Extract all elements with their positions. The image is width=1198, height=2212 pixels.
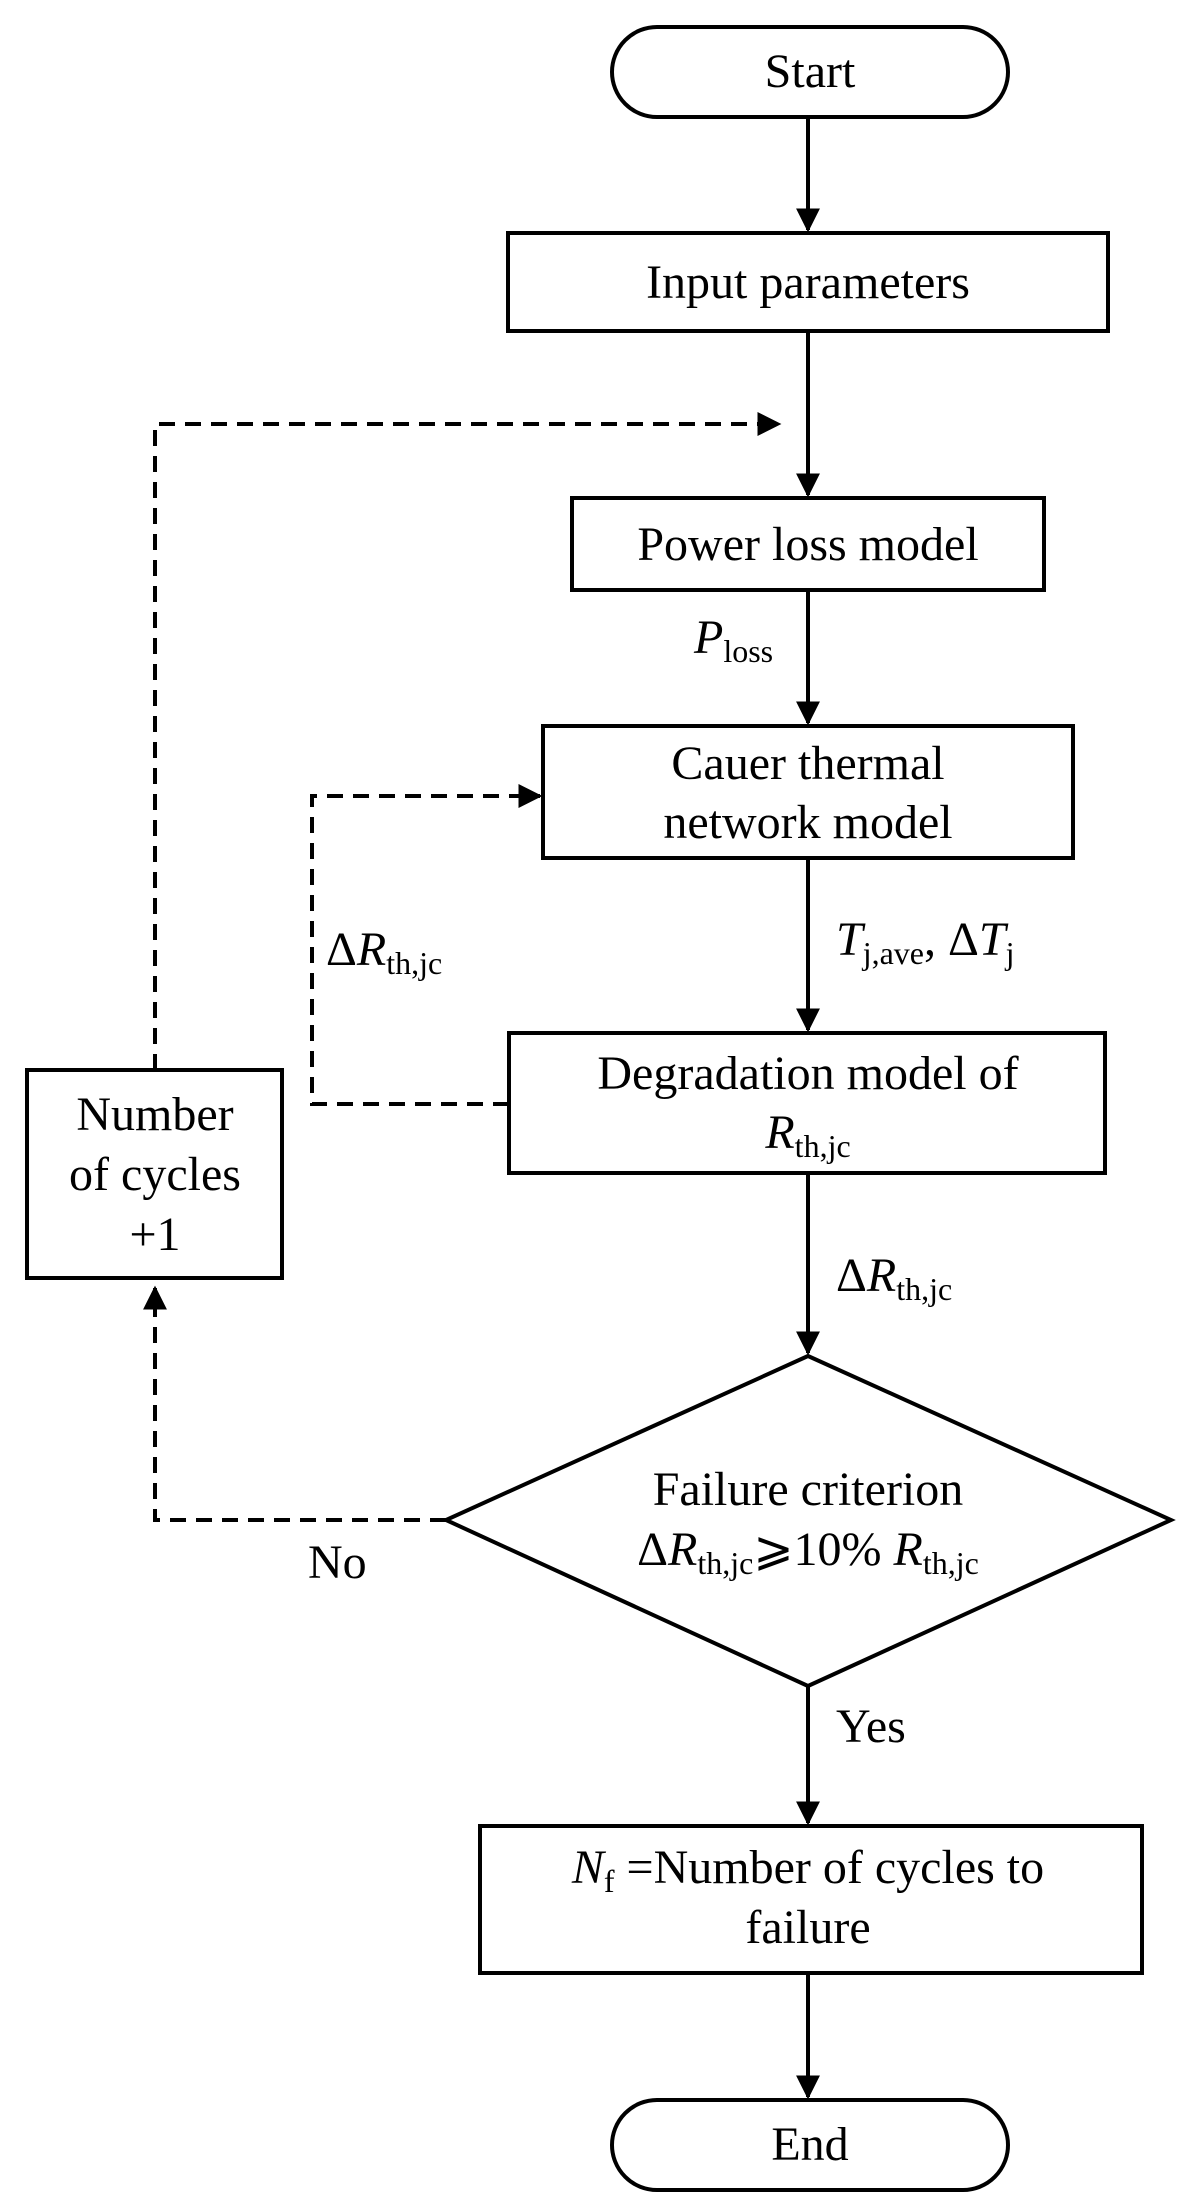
ploss-p: P bbox=[693, 611, 723, 664]
tj-comma: , bbox=[924, 913, 948, 966]
criterion-delta: Δ bbox=[637, 1523, 668, 1576]
input-parameters-label: Input parameters bbox=[646, 256, 970, 309]
cycles-label-line2: of cycles bbox=[69, 1148, 241, 1201]
start-terminal bbox=[610, 25, 1010, 119]
tj-t-sub: j,ave bbox=[862, 935, 924, 971]
tj-t: T bbox=[836, 913, 866, 966]
drth-main-sub: th,jc bbox=[896, 1271, 952, 1307]
tj-t2-sub: j bbox=[1005, 935, 1015, 971]
tj-label: Tj,ave, ΔTj bbox=[836, 913, 1014, 971]
nf-label-line2: failure bbox=[745, 1901, 870, 1954]
number-of-cycles-box bbox=[25, 1068, 284, 1280]
no-label: No bbox=[308, 1536, 367, 1589]
criterion-op: ⩾10% bbox=[753, 1523, 893, 1576]
drth-feedback-r: R bbox=[356, 923, 386, 976]
nf-result-box bbox=[478, 1824, 1144, 1975]
criterion-r2: R bbox=[893, 1523, 923, 1576]
nf-line1-rest: =Number of cycles to bbox=[615, 1841, 1045, 1894]
start-label: Start bbox=[765, 45, 856, 98]
nf-label-line1: Nf =Number of cycles to bbox=[571, 1841, 1044, 1899]
nf-n: N bbox=[571, 1841, 607, 1894]
degradation-model-box bbox=[507, 1031, 1107, 1175]
cauer-label-line1: Cauer thermal bbox=[671, 737, 944, 790]
feedback-degradation-to-cauer bbox=[310, 784, 543, 1106]
drth-feedback-label: ΔRth,jc bbox=[326, 923, 442, 981]
failure-criterion-diamond bbox=[441, 1353, 1176, 1689]
tj-t2: T bbox=[979, 913, 1009, 966]
drth-main-r: R bbox=[866, 1249, 896, 1302]
drth-feedback-delta: Δ bbox=[326, 923, 357, 976]
power-loss-model-label: Power loss model bbox=[637, 518, 978, 571]
input-parameters-box bbox=[506, 231, 1110, 333]
ploss-label: Ploss bbox=[693, 611, 773, 669]
ploss-sub: loss bbox=[723, 633, 773, 669]
tj-delta: Δ bbox=[948, 913, 979, 966]
cycles-label-line1: Number bbox=[76, 1088, 233, 1141]
cauer-label-line2: network model bbox=[663, 796, 952, 849]
criterion-r-sub: th,jc bbox=[697, 1545, 753, 1581]
end-label: End bbox=[771, 2118, 848, 2171]
yes-label: Yes bbox=[836, 1700, 906, 1753]
drth-main-label: ΔRth,jc bbox=[836, 1249, 952, 1307]
criterion-label-line2: ΔRth,jc⩾10% Rth,jc bbox=[637, 1523, 979, 1581]
degradation-r: R bbox=[764, 1106, 794, 1159]
cycles-label-line3: +1 bbox=[129, 1208, 180, 1261]
criterion-r2-sub: th,jc bbox=[923, 1545, 979, 1581]
degradation-r-sub: th,jc bbox=[795, 1128, 851, 1164]
power-loss-model-box bbox=[570, 496, 1046, 592]
feedback-cycles-to-power bbox=[153, 412, 782, 1070]
criterion-r: R bbox=[667, 1523, 697, 1576]
drth-main-delta: Δ bbox=[836, 1249, 867, 1302]
cauer-model-box bbox=[541, 724, 1075, 860]
degradation-label-line2: Rth,jc bbox=[764, 1106, 850, 1164]
criterion-label-line1: Failure criterion bbox=[653, 1463, 964, 1516]
degradation-label-line1: Degradation model of bbox=[597, 1047, 1018, 1100]
feedback-criterion-to-cycles bbox=[143, 1285, 446, 1522]
end-terminal bbox=[610, 2098, 1010, 2192]
drth-feedback-sub: th,jc bbox=[386, 945, 442, 981]
nf-n-sub: f bbox=[604, 1863, 615, 1899]
